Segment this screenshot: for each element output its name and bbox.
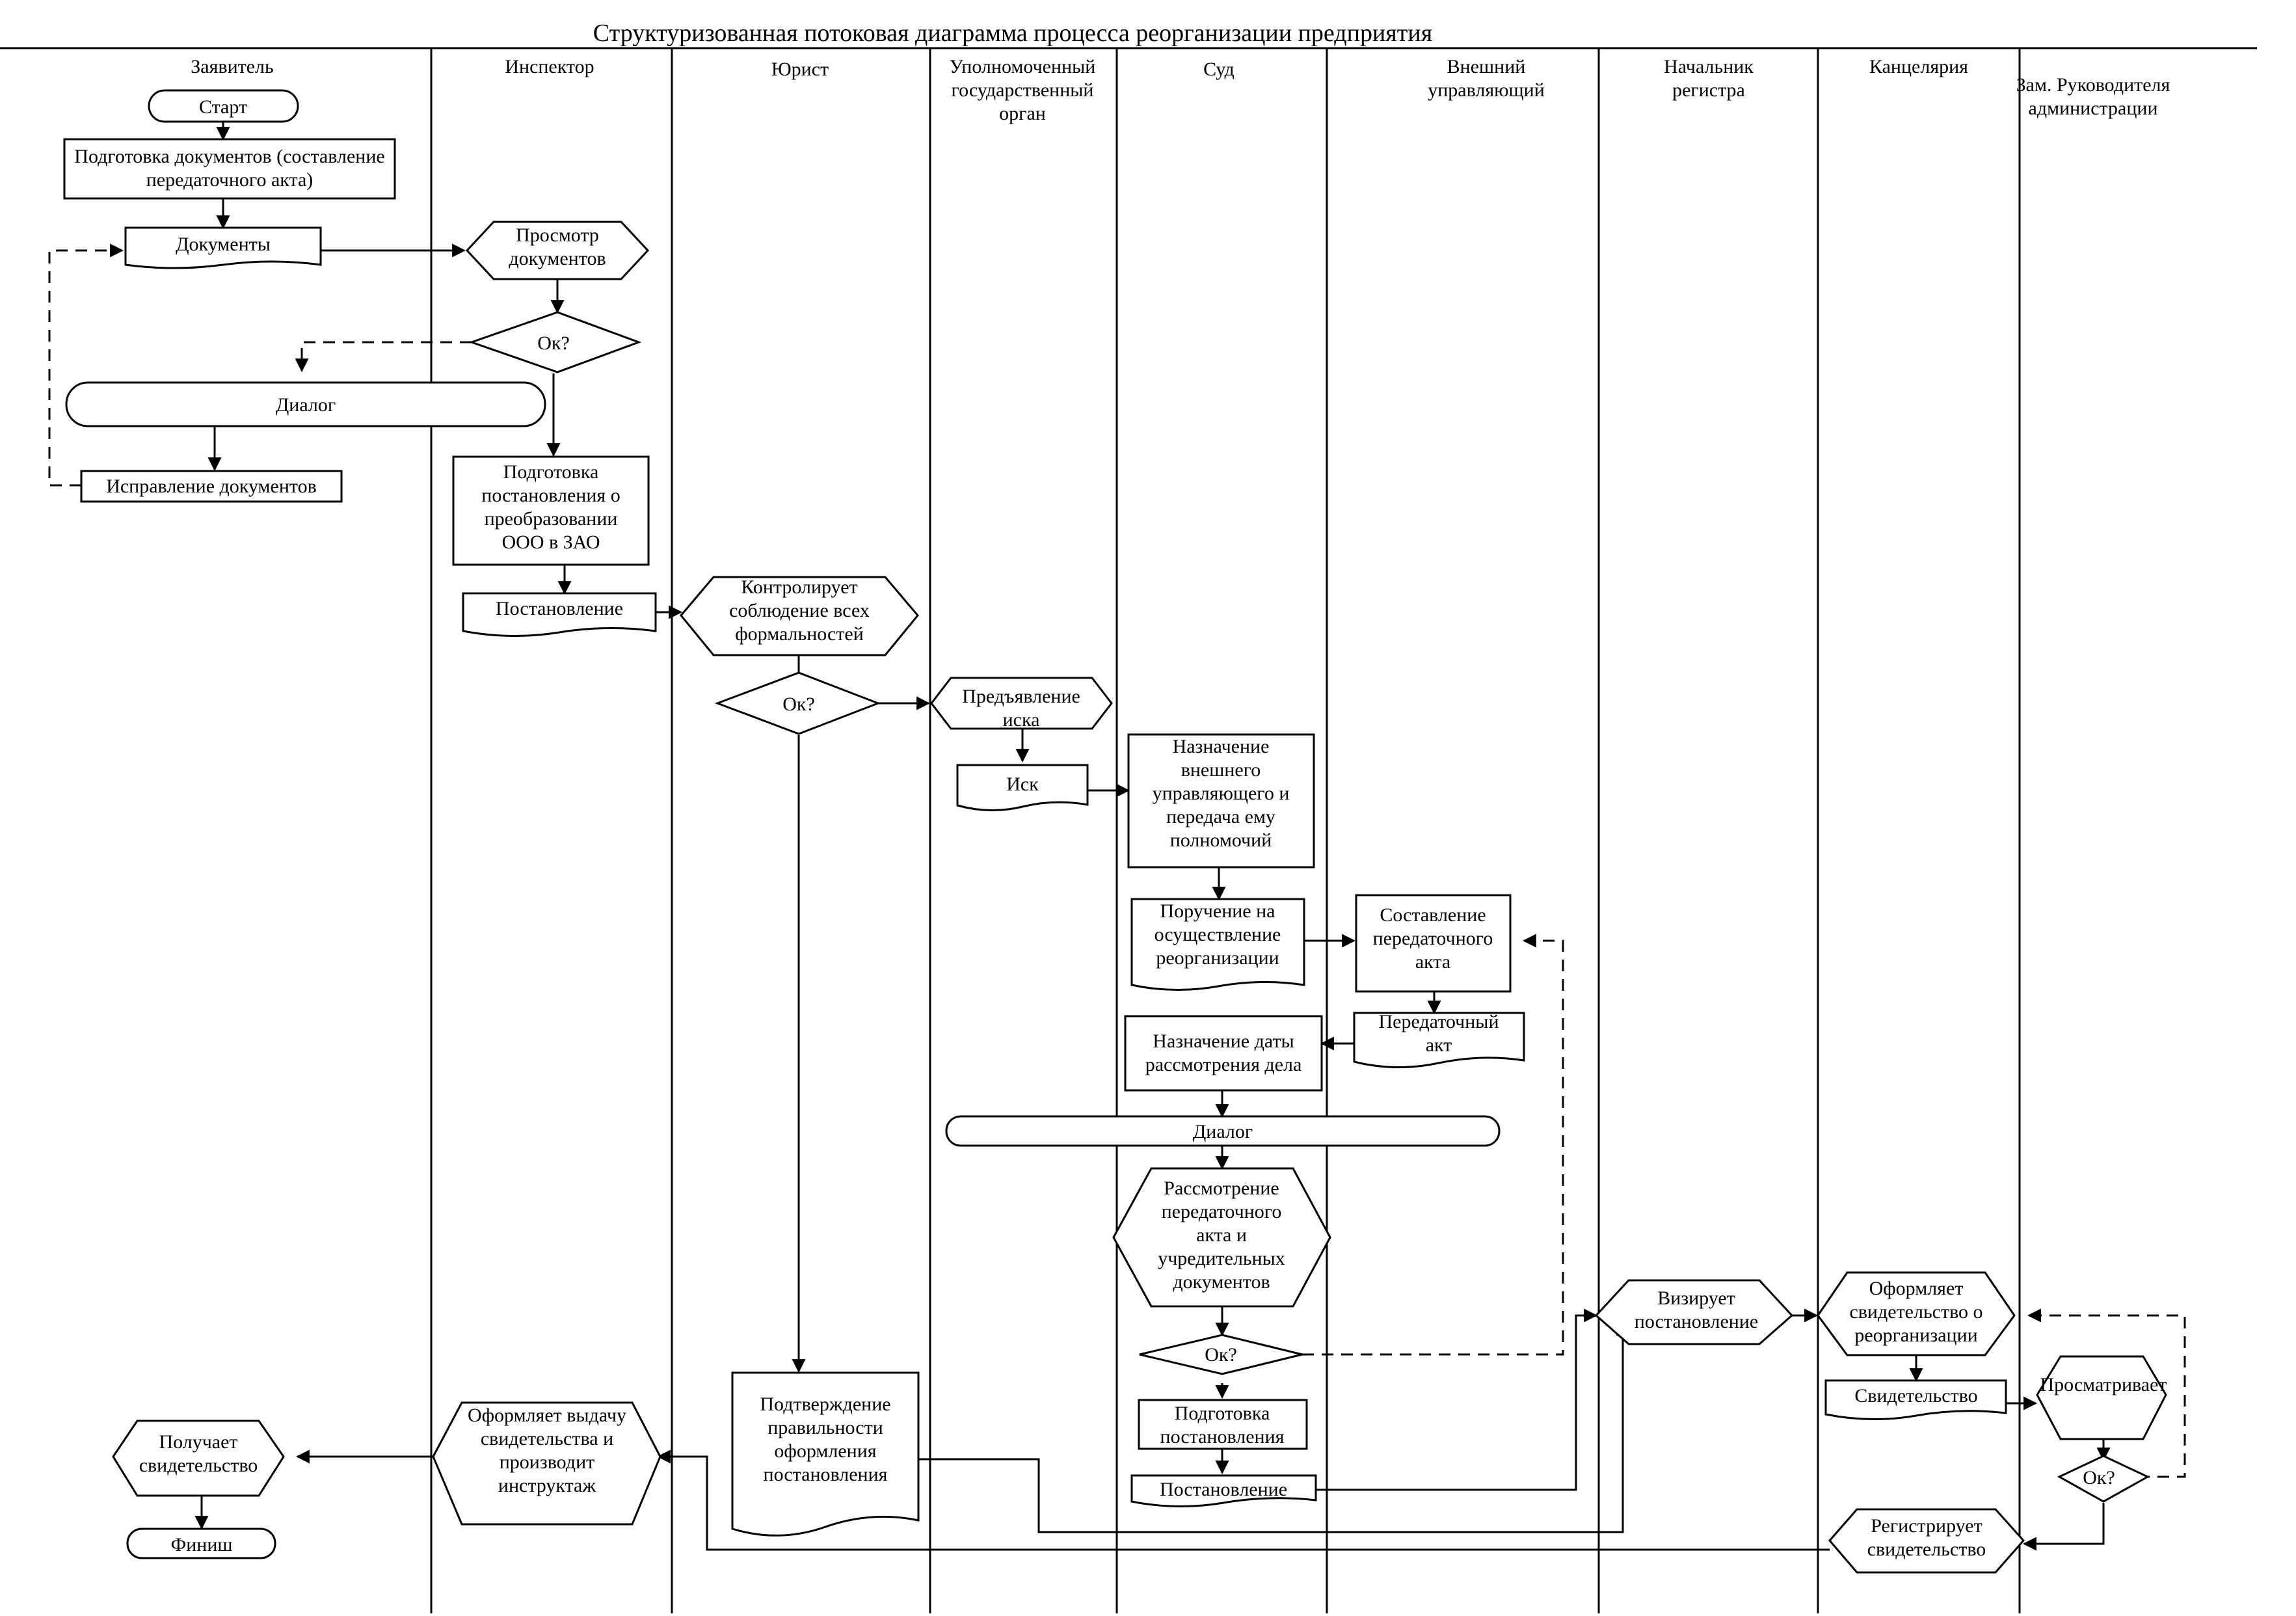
lane-header: Юрист: [771, 59, 829, 80]
hexagon-view-docs: [465, 221, 650, 280]
lane-headers: Заявитель Инспектор Юрист Уполномоченный…: [191, 56, 2170, 124]
node-label: Диалог: [276, 394, 336, 416]
node-label: Постановление: [1160, 1479, 1287, 1500]
node-label: Старт: [199, 96, 247, 118]
node-label: Документы: [176, 234, 271, 255]
hexagon-make-cert: [1817, 1271, 2016, 1356]
node-label: Диалог: [1193, 1121, 1253, 1142]
terminator-start: [148, 89, 299, 123]
decision-ok3: [1139, 1334, 1303, 1375]
document-resolution2: [1130, 1474, 1317, 1507]
hexagon-views: [2036, 1355, 2167, 1440]
document-confirm: [731, 1371, 920, 1537]
process-prep-resolution2: [1138, 1399, 1308, 1450]
hexagon-receive-cert: [112, 1420, 285, 1497]
decision-ok2: [714, 671, 881, 735]
document-claim: [956, 764, 1089, 812]
terminator-dialog1: [65, 381, 546, 427]
node-label: Свидетельство: [1854, 1385, 1977, 1407]
process-prep-resolution: [452, 455, 650, 566]
shapes: Старт Подготовка документов (составление…: [63, 89, 2167, 1574]
document-certificate: [1824, 1379, 2007, 1420]
node-label: Иск: [1006, 774, 1039, 795]
hexagon-register-cert: [1828, 1508, 2025, 1574]
hexagon-review-act: [1112, 1167, 1331, 1308]
process-prep-docs: [63, 138, 396, 200]
lane-header: Инспектор: [505, 56, 594, 77]
node-label: Просматривает: [2040, 1374, 2167, 1395]
node-label: Ок?: [537, 332, 570, 354]
decision-ok1: [468, 311, 642, 373]
hexagon-claim-present: [930, 677, 1113, 730]
hexagon-visa: [1594, 1279, 1794, 1345]
lane-header: Заявитель: [191, 56, 273, 77]
terminator-finish: [126, 1528, 276, 1559]
node-label: Финиш: [171, 1534, 233, 1555]
document-docs: [124, 226, 322, 269]
node-label: Ок?: [1205, 1344, 1237, 1366]
terminator-dialog2: [945, 1115, 1501, 1147]
hexagon-issue-cert: [432, 1401, 661, 1526]
hexagon-control: [680, 576, 919, 656]
connectors: [48, 122, 2186, 1551]
lane-header: Канцелярия: [1869, 56, 1968, 77]
process-fix-docs: [80, 470, 343, 503]
document-resolution1: [462, 592, 657, 638]
lane-header: Суд: [1203, 59, 1235, 80]
node-label: Исправление документов: [106, 476, 317, 497]
diagram-title: Структуризованная потоковая диаграмма пр…: [593, 20, 1432, 47]
process-compose-act: [1355, 894, 1512, 993]
decision-ok4: [2057, 1455, 2150, 1503]
process-appoint-date: [1124, 1015, 1323, 1092]
lane-dividers: [430, 48, 2021, 1613]
node-label: Ок?: [782, 694, 815, 715]
process-appoint-manager: [1127, 733, 1315, 869]
document-order: [1130, 898, 1305, 991]
node-label: Постановление: [496, 598, 623, 619]
node-label: Ок?: [2083, 1467, 2115, 1488]
document-act: [1353, 1012, 1525, 1068]
